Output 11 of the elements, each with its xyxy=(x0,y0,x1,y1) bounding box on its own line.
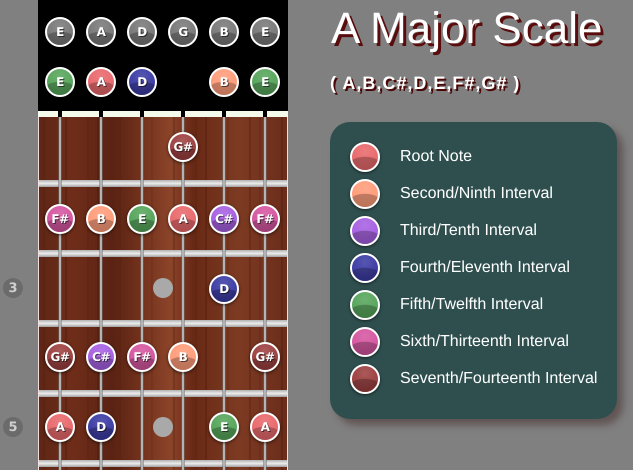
legend-label: Root Note xyxy=(400,147,472,167)
legend-label: Fifth/Twelfth Interval xyxy=(400,295,544,315)
fret-number: 3 xyxy=(3,278,23,298)
fret-number: 5 xyxy=(3,417,23,437)
legend-label: Third/Tenth Interval xyxy=(400,221,537,241)
legend-label: Fourth/Eleventh Interval xyxy=(400,258,570,278)
title: A Major Scale xyxy=(331,4,602,54)
legend-label: Second/Ninth Interval xyxy=(400,184,553,204)
legend-label: Seventh/Fourteenth Interval xyxy=(400,369,598,389)
subtitle: ( A,B,C#,D,E,F#,G# ) xyxy=(330,72,520,94)
legend-label: Sixth/Thirteenth Interval xyxy=(400,332,569,352)
